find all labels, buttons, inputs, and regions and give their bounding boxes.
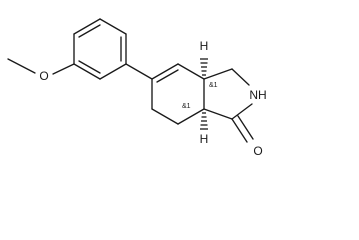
stereo-label-bottom: &1 bbox=[182, 103, 191, 110]
bonds bbox=[7, 18, 254, 143]
bond-ar5-ar6 bbox=[99, 63, 127, 80]
bond-c5-c4-double bbox=[156, 69, 179, 83]
bond-ar2-ar3 bbox=[73, 18, 101, 35]
bond-aryl-cyclohexene bbox=[125, 63, 153, 80]
bond-carbonyl-1 bbox=[231, 118, 248, 143]
bond-c1-c7a bbox=[203, 108, 233, 120]
carbonyl-oxygen-label: O bbox=[253, 144, 262, 158]
bond-c3-n bbox=[231, 68, 250, 86]
bond-c4-c3a bbox=[177, 63, 205, 80]
bond-ar3-ar4 bbox=[99, 18, 127, 35]
bond-methyl-oxygen bbox=[7, 58, 36, 74]
hydrogen-bottom-label: H bbox=[200, 132, 209, 146]
bond-carbonyl-2 bbox=[237, 115, 254, 140]
bond-n-c1 bbox=[231, 103, 253, 120]
methoxy-oxygen-label: O bbox=[39, 69, 48, 83]
stereo-label-top: &1 bbox=[209, 82, 218, 89]
hash-bond-top bbox=[200, 58, 208, 76]
bond-oxygen-aryl bbox=[52, 63, 75, 75]
bond-ar6-ar1 bbox=[73, 63, 101, 80]
bond-c3a-c3 bbox=[203, 68, 233, 80]
bond-c5-c4 bbox=[151, 63, 179, 80]
amide-nitrogen-label: NH bbox=[249, 88, 266, 102]
bond-ar-inner-1 bbox=[78, 24, 101, 38]
hydrogen-top-label: H bbox=[200, 39, 209, 53]
bond-ar-inner-3 bbox=[78, 60, 101, 74]
hash-bond-bottom bbox=[200, 112, 208, 130]
atom-labels: O NH O H H &1 &1 bbox=[39, 39, 266, 158]
structure-diagram: O NH O H H &1 &1 bbox=[7, 18, 267, 158]
bond-c7-c6 bbox=[151, 108, 179, 125]
bond-c7a-c7 bbox=[177, 108, 205, 125]
